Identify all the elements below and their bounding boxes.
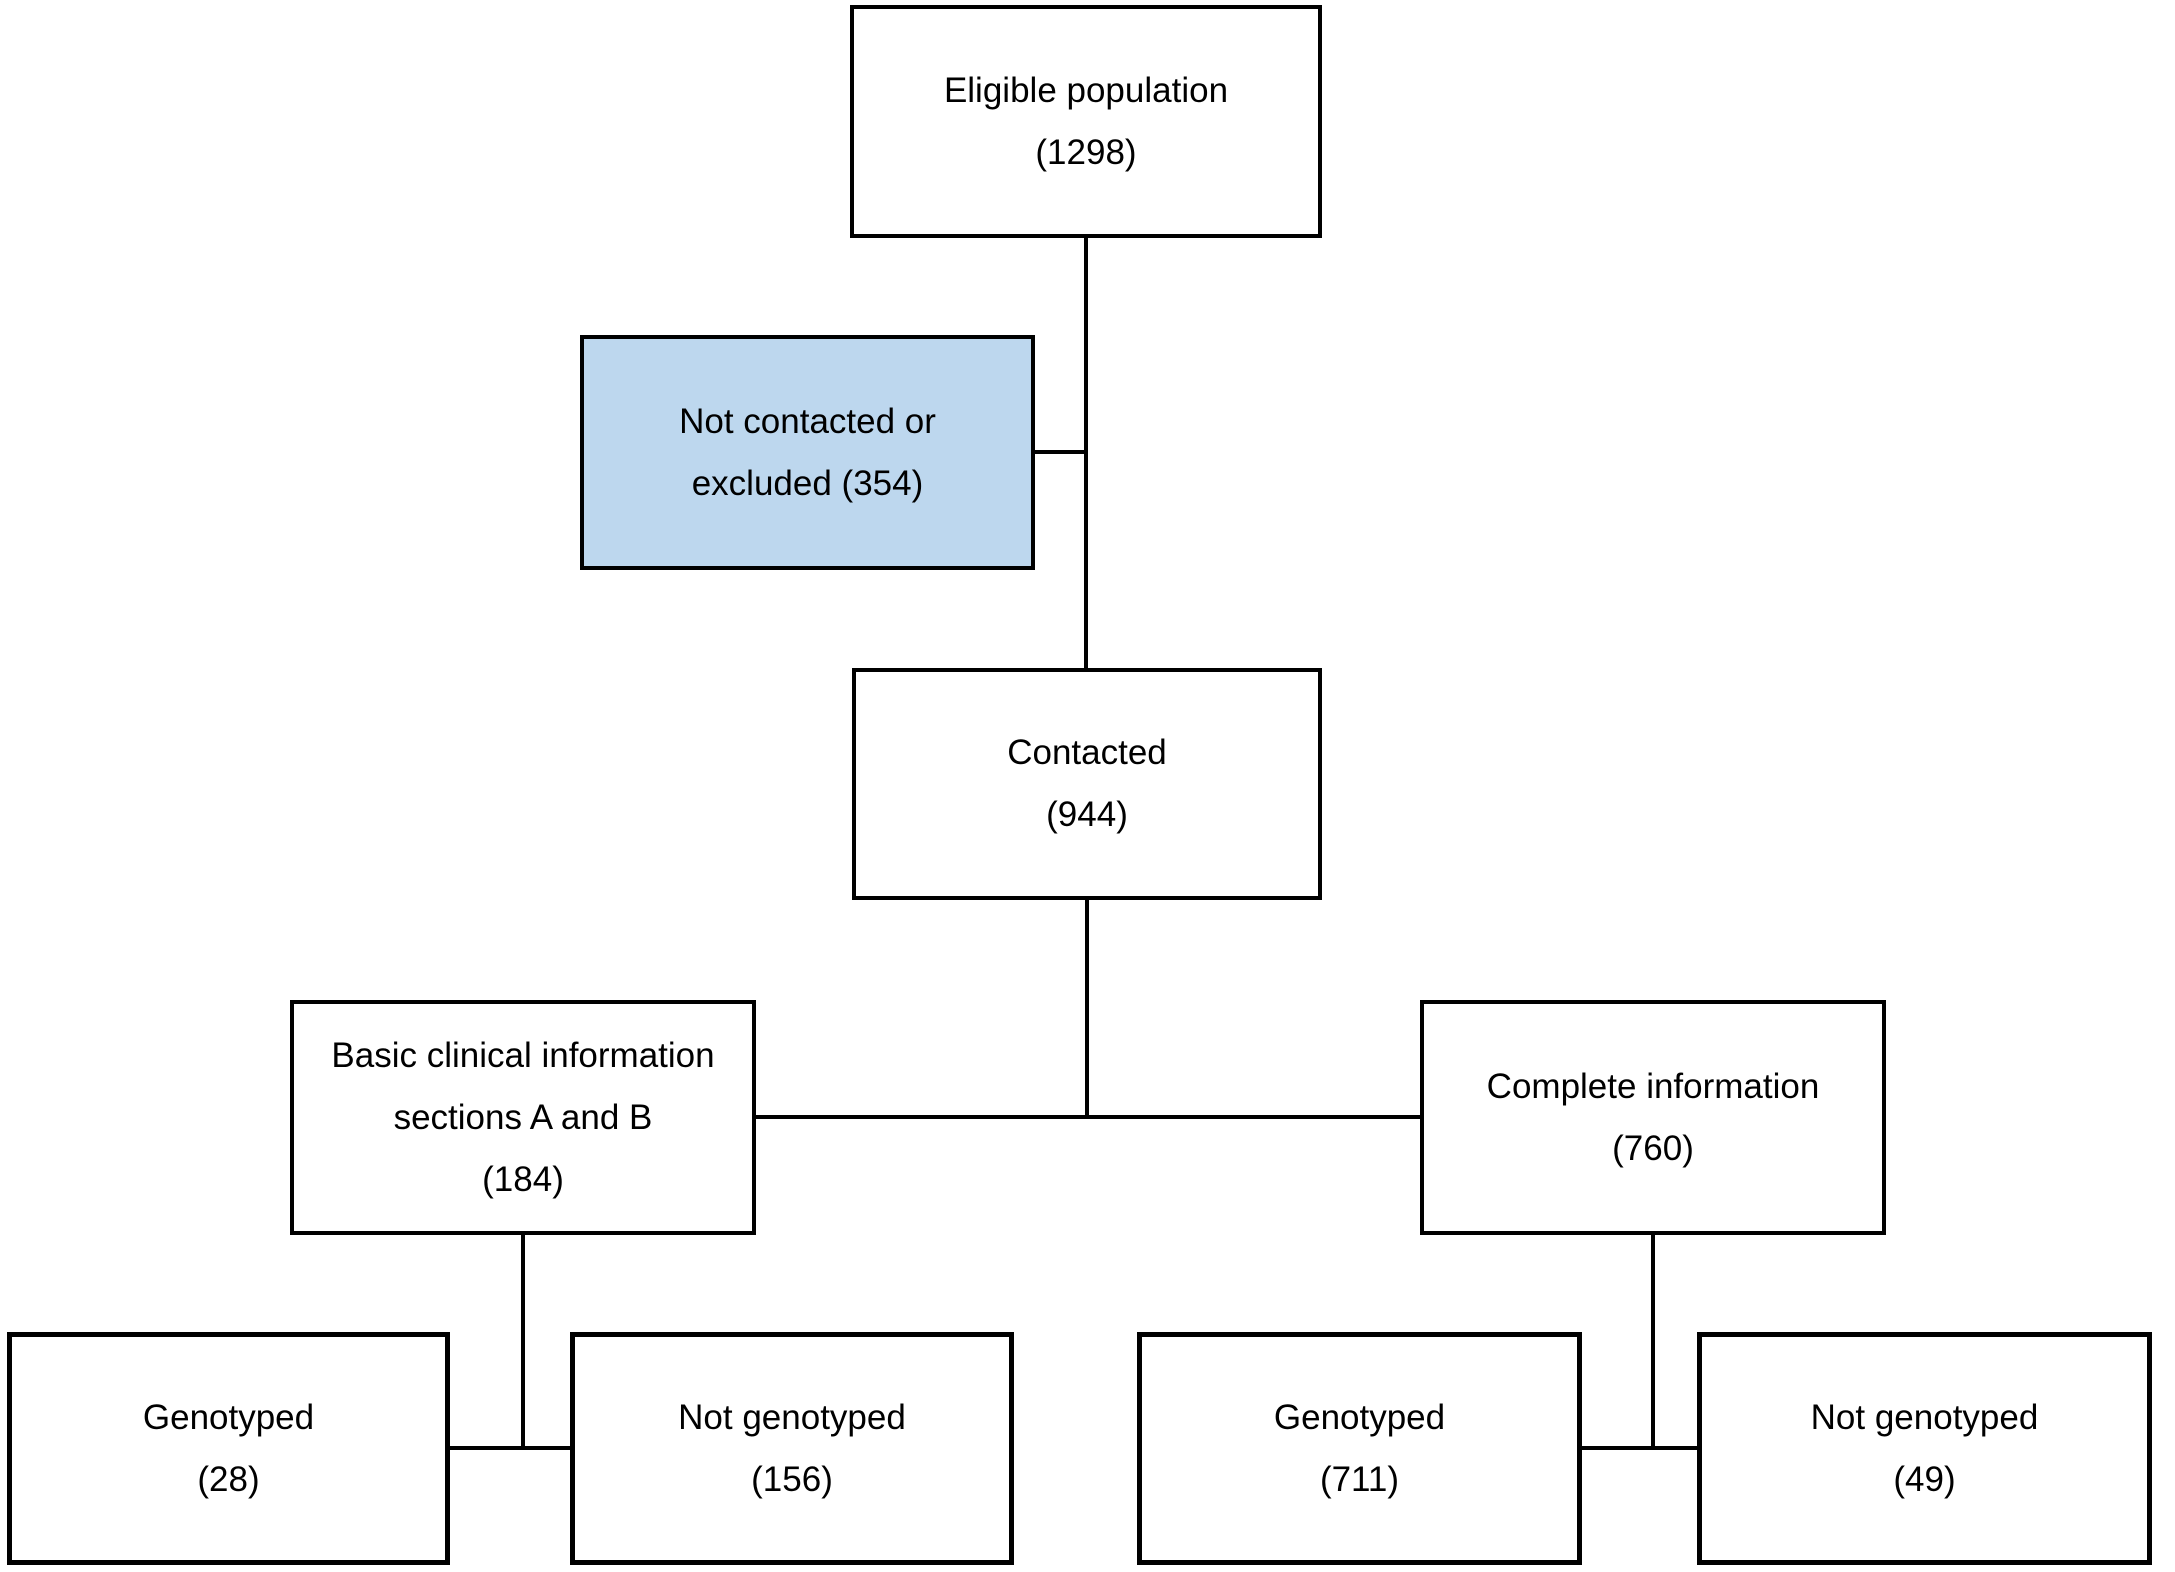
node-label-line: excluded (354) [691, 463, 924, 503]
node-count-line: (944) [1046, 795, 1128, 834]
edge-basic-split-vertical [521, 1235, 525, 1450]
node-genotyped-basic: Genotyped (28) [7, 1332, 450, 1565]
node-count-line: (28) [197, 1459, 260, 1499]
node-complete-information: Complete information (760) [1420, 1000, 1886, 1235]
edge-to-not-contacted-or-excluded [1035, 450, 1084, 454]
node-label-line: Contacted [1007, 733, 1167, 772]
node-label-line: Not genotyped [1810, 1397, 2039, 1437]
node-count-line: (711) [1319, 1459, 1400, 1499]
node-label-line: Basic clinical information [331, 1035, 715, 1075]
node-genotyped-complete: Genotyped (711) [1137, 1332, 1582, 1565]
node-contacted: Contacted (944) [852, 668, 1322, 900]
node-count-line: (156) [751, 1459, 833, 1499]
node-label-line: Complete information [1486, 1066, 1820, 1106]
edge-complete-split-vertical [1651, 1235, 1655, 1450]
node-eligible-population: Eligible population (1298) [850, 5, 1322, 238]
node-label-line: Genotyped [142, 1397, 315, 1437]
node-label-line: sections A and B [393, 1097, 653, 1137]
node-count-line: (184) [482, 1159, 564, 1199]
node-basic-clinical-information: Basic clinical information sections A an… [290, 1000, 756, 1235]
edge-contacted-split-horizontal [756, 1115, 1420, 1119]
edge-eligible-to-contacted [1084, 238, 1088, 668]
edge-basic-split-horizontal [450, 1446, 570, 1450]
node-not-genotyped-complete: Not genotyped (49) [1697, 1332, 2152, 1565]
node-count-line: (1298) [1035, 132, 1137, 172]
node-count-line: (760) [1612, 1128, 1694, 1168]
node-not-contacted-or-excluded: Not contacted or excluded (354) [580, 335, 1035, 570]
edge-complete-split-horizontal [1582, 1446, 1697, 1450]
node-count-line: (49) [1893, 1459, 1956, 1499]
node-not-genotyped-basic: Not genotyped (156) [570, 1332, 1014, 1565]
node-label-line: Eligible population [943, 70, 1229, 110]
node-label-line: Not contacted or [679, 401, 936, 441]
node-label-line: Not genotyped [678, 1397, 906, 1437]
edge-contacted-split-vertical [1085, 900, 1089, 1119]
node-label-line: Genotyped [1273, 1397, 1446, 1437]
